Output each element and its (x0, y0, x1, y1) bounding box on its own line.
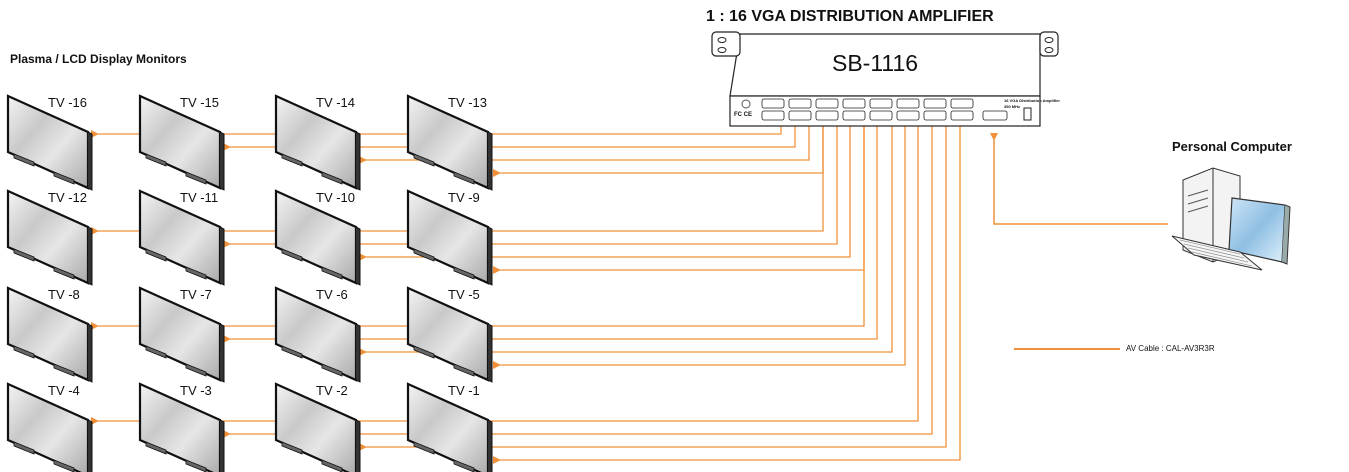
amplifier-panel-sublabel: 350 MHz (1004, 104, 1021, 109)
vga-input-port (982, 110, 1008, 121)
tv-monitor (6, 382, 93, 472)
tv-monitor (6, 286, 93, 383)
computer-label: Personal Computer (1172, 139, 1292, 154)
tv-monitor (406, 382, 493, 472)
vga-port-top (950, 98, 974, 109)
vga-port-top (923, 98, 947, 109)
monitors-heading: Plasma / LCD Display Monitors (10, 52, 187, 66)
tv-monitor (274, 94, 361, 191)
tv-monitor (6, 189, 93, 286)
left-rack-ear (711, 31, 741, 57)
vga-port-bottom (761, 110, 785, 121)
tv-label: TV -12 (48, 190, 88, 205)
vga-port-bottom (950, 110, 974, 121)
vga-port-top (788, 98, 812, 109)
monitor-grid (6, 94, 493, 472)
vga-port-bottom (896, 110, 920, 121)
tv-label: TV -5 (448, 287, 480, 302)
vga-port-bottom (923, 110, 947, 121)
av-cable (359, 118, 893, 356)
amplifier-model: SB-1116 (832, 50, 919, 76)
tv-label: TV -8 (48, 287, 80, 302)
power-switch (1023, 107, 1032, 121)
av-cable (493, 118, 961, 464)
tv-monitor (406, 94, 493, 191)
amplifier-panel-label: 16 VGA Distribution Amplifier (1004, 98, 1060, 103)
tv-label: TV -3 (180, 383, 212, 398)
tv-monitor (6, 94, 93, 191)
cable-group (91, 118, 1168, 464)
pc-input-cable (990, 133, 1168, 225)
tv-label: TV -2 (316, 383, 348, 398)
av-cable (359, 118, 851, 261)
pc-keyboard (1171, 235, 1263, 271)
tv-label: TV -16 (48, 95, 88, 110)
tv-label: TV -11 (180, 190, 219, 205)
tv-monitor (406, 286, 493, 383)
tv-monitor (138, 189, 225, 286)
amplifier-title: 1 : 16 VGA DISTRIBUTION AMPLIFIER (706, 8, 994, 25)
tv-monitor (138, 286, 225, 383)
tv-label: TV -6 (316, 287, 348, 302)
vga-port-bottom (869, 110, 893, 121)
vga-port-top (869, 98, 893, 109)
tv-label: TV -7 (180, 287, 212, 302)
personal-computer-icon (1171, 167, 1291, 271)
vga-port-top (761, 98, 785, 109)
av-cable (91, 118, 919, 425)
vga-port-top (815, 98, 839, 109)
vga-port-top (842, 98, 866, 109)
vga-port-row (761, 98, 1008, 121)
vga-port-top (896, 98, 920, 109)
fcc-ce-mark: FC CE (734, 112, 752, 118)
tv-monitor (274, 189, 361, 286)
tv-label: TV -14 (316, 95, 356, 110)
legend-text: AV Cable : CAL-AV3R3R (1126, 344, 1215, 353)
distribution-amplifier (711, 31, 1059, 127)
tv-label: TV -10 (316, 190, 356, 205)
tv-label: TV -9 (448, 190, 480, 205)
tv-label: TV -4 (48, 383, 80, 398)
tv-label: TV -13 (448, 95, 488, 110)
av-cable (493, 118, 906, 369)
vga-port-bottom (788, 110, 812, 121)
tv-label: TV -15 (180, 95, 220, 110)
vga-port-bottom (842, 110, 866, 121)
tv-monitor (138, 382, 225, 472)
tv-monitor (138, 94, 225, 191)
tv-monitor (274, 286, 361, 383)
av-cable (359, 118, 947, 451)
tv-monitor (274, 382, 361, 472)
tv-label: TV -1 (448, 383, 480, 398)
av-cable (359, 118, 810, 164)
tv-monitor (406, 189, 493, 286)
vga-port-bottom (815, 110, 839, 121)
